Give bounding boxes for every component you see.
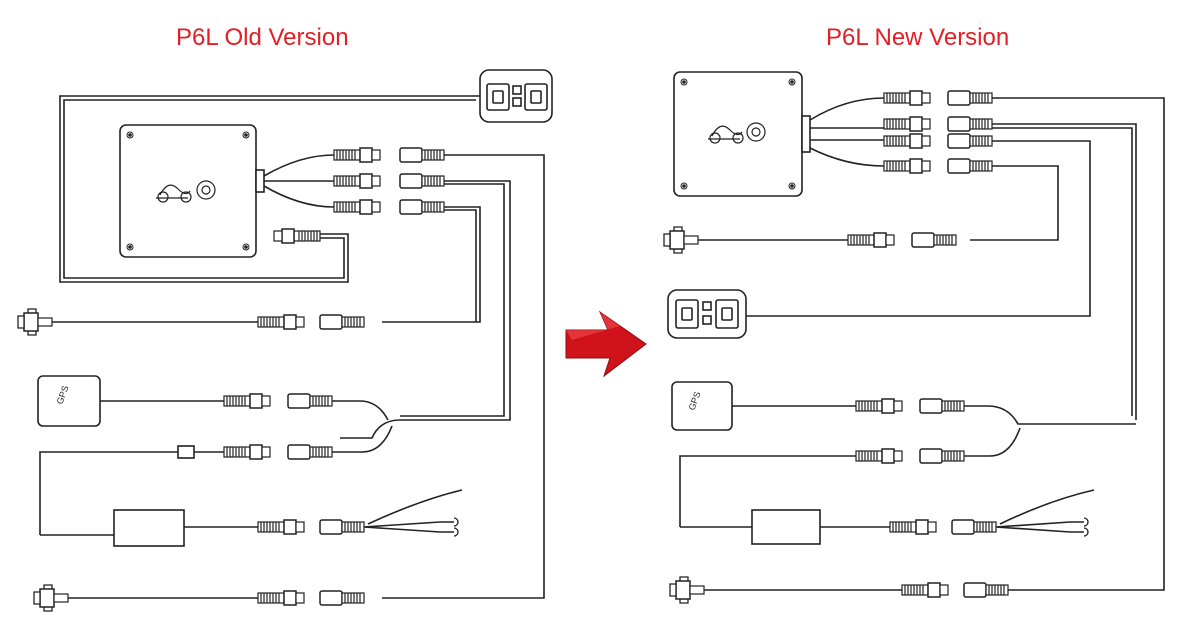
gps-module-icon: GPS	[37, 375, 101, 427]
old-version-title: P6L Old Version	[176, 24, 349, 51]
arrow-icon	[565, 310, 647, 378]
remote-button-icon	[479, 69, 553, 123]
old-version-diagram: GPS	[17, 69, 553, 612]
new-version-title: P6L New Version	[826, 24, 1010, 51]
dvr-main-unit-icon	[119, 124, 265, 258]
new-version-diagram: GPS	[663, 71, 1165, 604]
dvr-main-unit-icon-new	[673, 71, 811, 197]
gps-module-icon-new: GPS	[671, 381, 733, 431]
remote-button-icon-new	[667, 289, 747, 339]
